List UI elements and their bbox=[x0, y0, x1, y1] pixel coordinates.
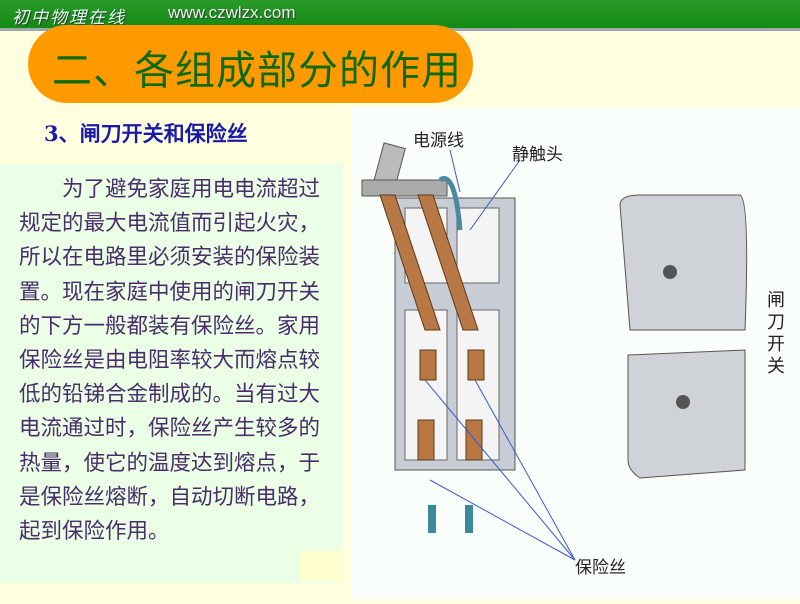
panel-corner bbox=[300, 551, 343, 581]
wire-end-right bbox=[465, 505, 473, 533]
fuse-terminal-left-low bbox=[417, 419, 435, 461]
fuse-terminal-left bbox=[419, 349, 437, 381]
label-power-line: 电源线 bbox=[413, 131, 464, 151]
fuse-terminal-right bbox=[467, 349, 485, 381]
pointer-static-contact bbox=[469, 159, 521, 231]
explanation-paragraph: 为了避免家庭用电电流超过规定的最大电流值而引起火灾，所以在电路里必须安装的保险装… bbox=[19, 177, 321, 545]
switch-illustration bbox=[361, 142, 748, 561]
section-subtitle: 3、闸刀开关和保险丝 bbox=[44, 121, 248, 146]
label-knife-switch: 闸刀开关 bbox=[767, 290, 785, 377]
fuse-terminal-right-low bbox=[465, 419, 483, 461]
site-logo: 初中物理在线 bbox=[12, 8, 126, 28]
pointer-fuse-2 bbox=[474, 379, 576, 561]
page-title: 二、各组成部分的作用 bbox=[52, 48, 462, 94]
switch-cover-bottom bbox=[627, 349, 746, 479]
title-banner bbox=[28, 25, 473, 103]
label-static-contact: 静触头 bbox=[512, 145, 563, 165]
blade-right bbox=[417, 194, 479, 331]
blade-left bbox=[379, 194, 441, 331]
site-url[interactable]: www.czwlzx.com bbox=[168, 3, 296, 22]
upper-slot-right bbox=[456, 207, 500, 284]
wire-end-left bbox=[428, 505, 436, 533]
cover-screw-top bbox=[663, 265, 677, 279]
text-panel: 为了避免家庭用电电流超过规定的最大电流值而引起火灾，所以在电路里必须安装的保险装… bbox=[0, 163, 343, 583]
pointer-power-line bbox=[449, 149, 461, 193]
knife-switch-diagram bbox=[351, 108, 800, 600]
handle-bar bbox=[361, 179, 448, 197]
power-wire bbox=[438, 176, 463, 231]
cover-screw-bottom bbox=[676, 395, 690, 409]
pointer-fuse-3 bbox=[429, 479, 576, 561]
pointer-fuse-1 bbox=[424, 379, 576, 561]
label-fuse: 保险丝 bbox=[575, 558, 626, 578]
header-bar: 初中物理在线 www.czwlzx.com bbox=[0, 0, 800, 31]
switch-cover-top bbox=[619, 194, 748, 331]
